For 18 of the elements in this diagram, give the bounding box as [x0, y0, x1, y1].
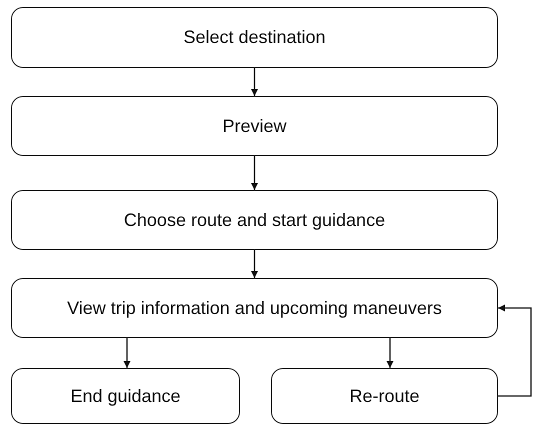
arrow [251, 68, 258, 96]
arrow [251, 156, 258, 190]
process-box [11, 96, 498, 156]
step-label: Choose route and start guidance [124, 210, 386, 230]
process-box [271, 368, 498, 424]
process-box [11, 368, 240, 424]
process-box [11, 190, 498, 250]
step-label: Select destination [183, 27, 326, 48]
arrow [498, 304, 532, 397]
process-box [11, 7, 498, 68]
arrow [251, 250, 258, 278]
step-label: Re-route [349, 386, 420, 406]
arrow [386, 338, 394, 368]
step-label: View trip information and upcoming maneuvers [67, 298, 442, 318]
arrow [124, 338, 130, 368]
step-label: End guidance [70, 386, 181, 406]
step-label: Preview [222, 116, 287, 136]
process-box [11, 278, 498, 338]
